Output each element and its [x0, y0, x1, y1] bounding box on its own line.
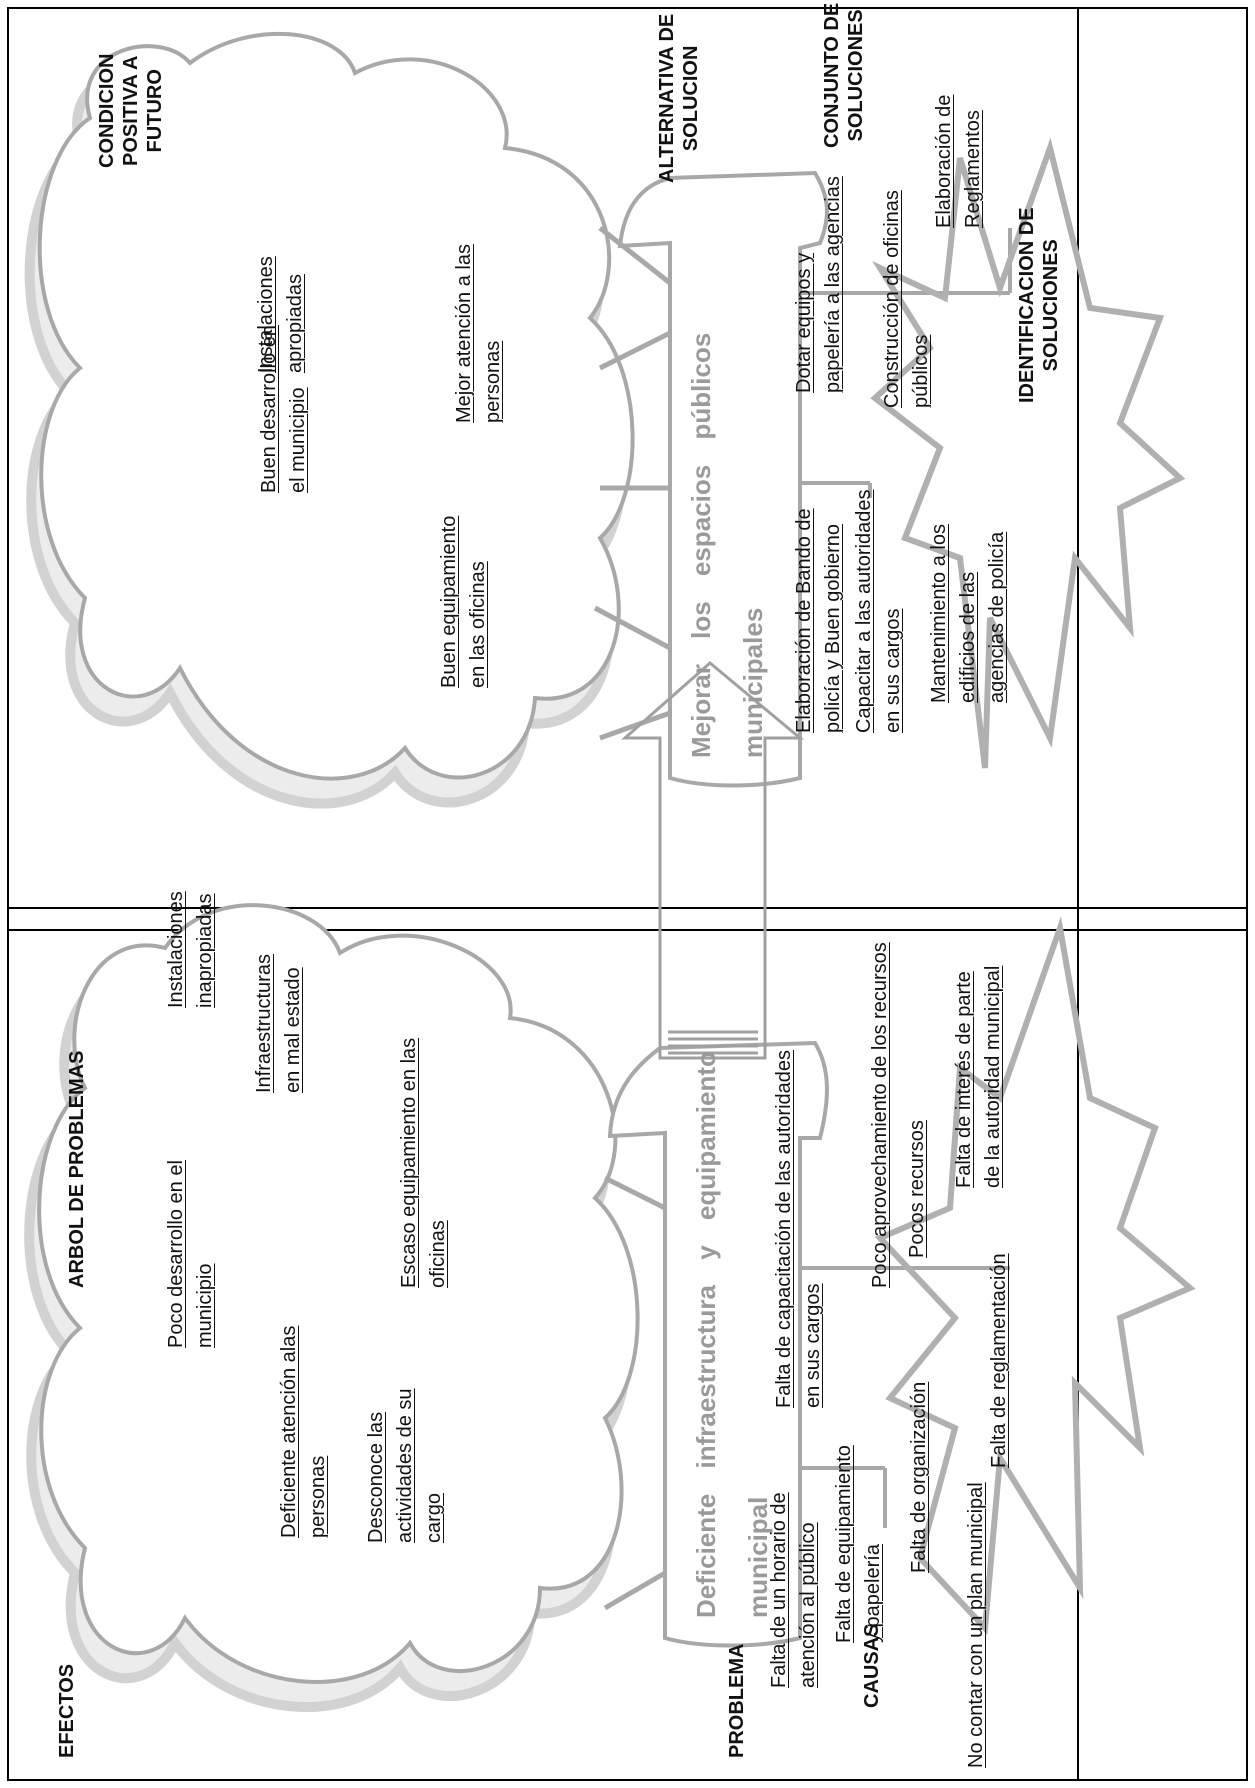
cause-aprovechamiento-recursos: Poco aprovechamiento de los recursos: [869, 942, 891, 1288]
causes-star: [874, 916, 1196, 1635]
cause-organizacion: Falta de organización: [908, 1381, 930, 1573]
problem-banner-shape: [607, 1040, 829, 1648]
solution-banner-shape: [617, 170, 829, 788]
outer-border: [7, 7, 1248, 1781]
efectos-heading: EFECTOS: [56, 1663, 78, 1758]
cause-reglamentacion: Falta de reglamentación: [988, 1253, 1010, 1468]
transition-arrow: [621, 661, 805, 1060]
cause-capacitacion-autoridades: Falta de capacitación de las autoridades…: [773, 1049, 824, 1408]
problem-cloud: [37, 903, 640, 1684]
arbol-problemas-title: ARBOL DE PROBLEMAS: [66, 1050, 88, 1288]
problema-heading: PROBLEMA: [726, 1643, 748, 1758]
solutions-star: [870, 137, 1186, 769]
cause-pocos-recursos: Pocos recursos: [906, 1120, 928, 1258]
cause-plan-municipal: No contar con un plan municipal: [965, 1482, 987, 1768]
solution-cloud: [37, 31, 635, 781]
